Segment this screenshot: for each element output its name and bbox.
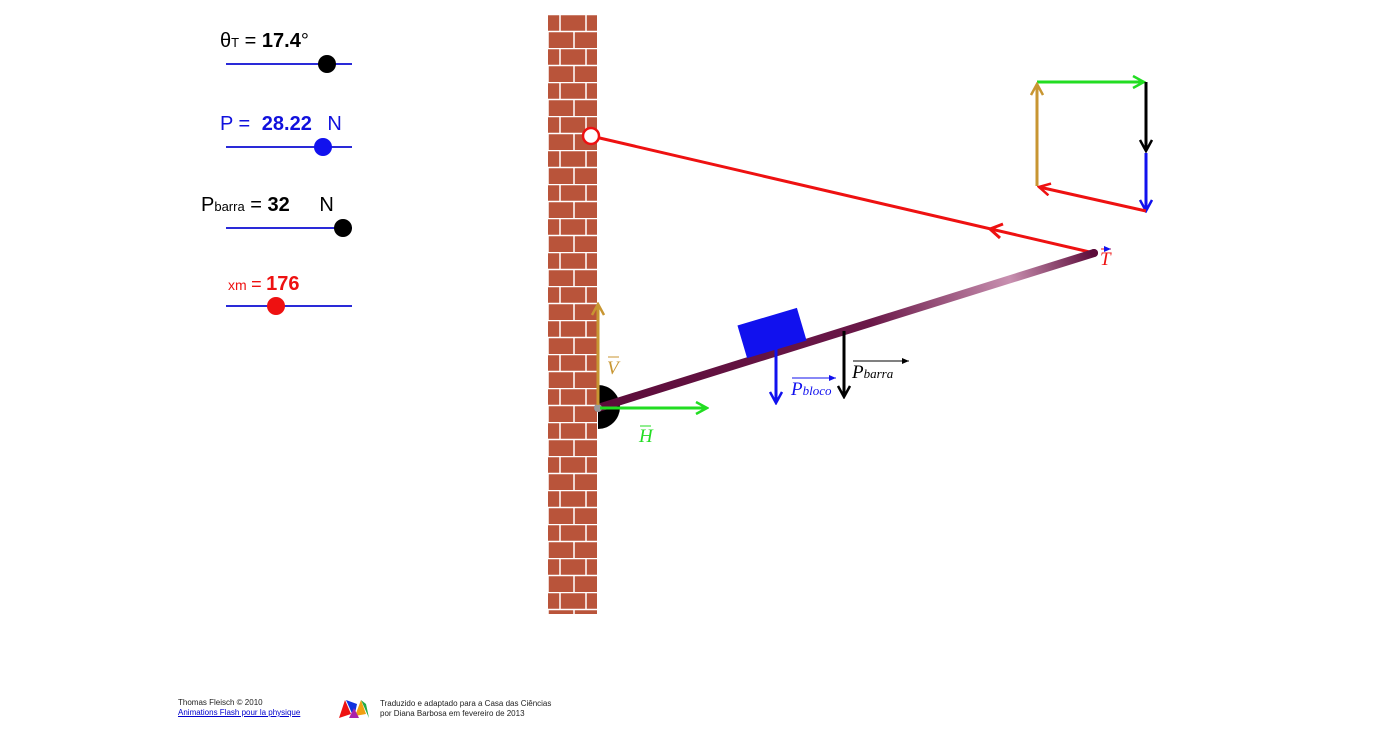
peso-unit: N <box>327 113 342 135</box>
theta-slider-track[interactable] <box>226 63 352 65</box>
bar <box>594 249 1098 412</box>
pbarra-subscript: barra <box>214 199 245 214</box>
peso-slider-knob[interactable] <box>314 138 333 156</box>
theta-value: 17.4 <box>261 30 301 52</box>
label-P-bloco: Pbloco <box>791 380 832 399</box>
xm-slider-knob[interactable] <box>267 297 286 315</box>
peso-label: P = 28.22 N <box>220 114 342 134</box>
theta-equals: = <box>244 30 257 52</box>
theta-symbol: θ <box>220 30 232 52</box>
pbarra-label: Pbarra = 32 N <box>201 195 334 215</box>
rope-direction-arrowhead <box>987 222 1004 240</box>
block[interactable] <box>737 307 807 359</box>
label-P-barra-symbol: P <box>852 362 864 383</box>
polygon-red <box>1039 187 1147 213</box>
pbarra-slider-knob[interactable] <box>334 219 353 237</box>
pbarra-equals: = <box>250 194 262 216</box>
theta-subscript: T <box>231 35 240 50</box>
theta-unit: ° <box>300 30 309 52</box>
label-H: H <box>639 426 653 447</box>
pbarra-unit: N <box>319 194 334 216</box>
xm-symbol: xm <box>228 277 247 293</box>
rope <box>590 134 1095 255</box>
xm-label: xm = 176 <box>228 274 299 294</box>
xm-value: 176 <box>266 273 300 295</box>
peso-symbol: P <box>220 113 233 135</box>
hinge-pin <box>594 404 602 412</box>
pbarra-slider-track[interactable] <box>226 227 352 229</box>
footer-credit-line2: por Diana Barbosa em fevereiro de 2013 <box>380 709 525 718</box>
theta-label: θT = 17.4° <box>220 31 309 51</box>
peso-slider-track[interactable] <box>226 146 352 148</box>
brick-wall <box>548 14 597 614</box>
pbarra-value: 32 <box>267 194 290 216</box>
xm-equals: = <box>251 274 262 294</box>
theta-slider-knob[interactable] <box>317 55 336 73</box>
footer-author: Thomas Fleisch © 2010 Animations Flash p… <box>178 698 300 718</box>
footer-credit: Traduzido e adaptado para a Casa das Ciê… <box>380 699 551 719</box>
casa-das-ciencias-logo-icon <box>339 700 369 718</box>
label-P-barra: Pbarra <box>852 363 893 382</box>
pbarra-symbol: P <box>201 194 215 216</box>
peso-equals: = <box>238 113 251 135</box>
peso-value: 28.22 <box>261 113 312 135</box>
force-polygon <box>1037 82 1146 211</box>
footer-link[interactable]: Animations Flash pour la physique <box>178 708 301 717</box>
label-P-bloco-sub: bloco <box>802 383 832 398</box>
label-P-bloco-symbol: P <box>791 379 803 400</box>
footer-credit-line1: Traduzido e adaptado para a Casa das Ciê… <box>380 699 552 708</box>
label-T: T <box>1100 249 1111 270</box>
bar-end-pin <box>1090 249 1098 257</box>
label-P-barra-sub: barra <box>863 366 894 381</box>
rope-wall-anchor[interactable] <box>581 126 601 146</box>
footer-author-text: Thomas Fleisch © 2010 <box>178 698 263 707</box>
xm-slider-track[interactable] <box>226 305 352 307</box>
label-V: V <box>607 358 619 379</box>
